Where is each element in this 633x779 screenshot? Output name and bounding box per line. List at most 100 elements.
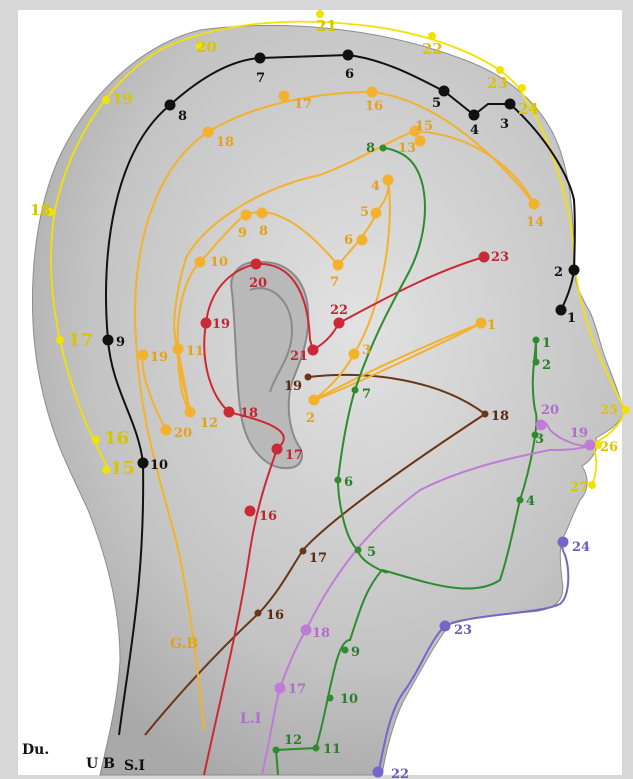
st-point-2: [533, 359, 540, 366]
te-point-17: [272, 444, 283, 455]
gb-point-label-18: 18: [216, 135, 234, 150]
st-point-label-10: 10: [340, 692, 358, 707]
st-point-label-2: 2: [542, 358, 551, 373]
li-point-19: [585, 440, 596, 451]
du-point-16: [92, 436, 100, 444]
li-point-label-17: 17: [288, 682, 306, 697]
ub-point-9: [103, 335, 114, 346]
te-point-20: [251, 259, 262, 270]
du-point-23: [496, 66, 504, 74]
ub-point-label-4: 4: [470, 123, 479, 138]
si-meridian-name: S.I: [124, 758, 145, 774]
gb-point-3: [349, 349, 360, 360]
gb-point-20: [161, 425, 172, 436]
st-point-7: [352, 387, 359, 394]
te-point-22: [334, 318, 345, 329]
gb-point-19: [138, 350, 149, 361]
gb-point-label-16: 16: [365, 99, 383, 114]
gb-point-label-3: 3: [362, 343, 371, 358]
te-point-21: [308, 345, 319, 356]
du-point-label-25: 25: [600, 403, 618, 418]
st-point-label-6: 6: [344, 475, 353, 490]
gb-point-18: [203, 127, 214, 138]
gb-point-16: [367, 87, 378, 98]
te-point-23: [479, 252, 490, 263]
si-point-label-18: 18: [491, 409, 509, 424]
gb-point-13: [415, 136, 426, 147]
si-point-17: [300, 548, 307, 555]
te-point-18: [224, 407, 235, 418]
gb-point-10: [195, 257, 206, 268]
st-point-label-3: 3: [535, 432, 544, 447]
du-point-label-15: 15: [110, 458, 135, 479]
gb-point-label-15: 15: [415, 119, 433, 134]
st-point-4: [517, 497, 524, 504]
du-point-label-23: 23: [487, 74, 508, 92]
du-point-15: [102, 466, 110, 474]
st-point-label-4: 4: [526, 494, 535, 509]
ub-meridian-name: U B: [86, 756, 115, 772]
gb-point-2: [309, 395, 320, 406]
du-point-label-20: 20: [196, 38, 217, 56]
gb-point-label-8: 8: [259, 224, 268, 239]
gb-point-label-9: 9: [238, 226, 247, 241]
du-point-label-27: 27: [570, 480, 588, 495]
ren-point-label-24: 24: [572, 540, 590, 555]
li-point-20: [536, 420, 547, 431]
te-point-label-19: 19: [212, 317, 230, 332]
ub-point-label-2: 2: [554, 265, 563, 280]
st-point-9: [342, 647, 349, 654]
gb-point-14: [529, 199, 540, 210]
st-point-8: [380, 145, 387, 152]
ub-point-3: [505, 99, 516, 110]
gb-point-4: [383, 175, 394, 186]
st-point-11: [313, 745, 320, 752]
du-point-label-26: 26: [600, 440, 618, 455]
ub-point-6: [343, 50, 354, 61]
gb-point-label-20: 20: [174, 426, 192, 441]
li-point-label-18: 18: [312, 626, 330, 641]
gb-meridian-name: G.B: [170, 636, 198, 652]
st-point-12: [273, 747, 280, 754]
gb-point-label-13: 13: [398, 141, 416, 156]
si-point-16: [255, 610, 262, 617]
du-point-label-19: 19: [112, 90, 133, 108]
te-point-label-20: 20: [249, 276, 267, 291]
gb-point-1: [476, 318, 487, 329]
st-point-label-7: 7: [362, 387, 371, 402]
te-point-19: [201, 318, 212, 329]
st-point-5: [355, 547, 362, 554]
du-point-27: [588, 481, 596, 489]
du-meridian-name: Du.: [22, 742, 49, 758]
gb-point-label-12: 12: [200, 416, 218, 431]
gb-point-label-11: 11: [186, 344, 204, 359]
st-point-1: [533, 337, 540, 344]
gb-point-17: [279, 91, 290, 102]
ren-point-22: [373, 767, 384, 778]
te-point-label-18: 18: [240, 406, 258, 421]
st-point-label-11: 11: [323, 742, 341, 757]
te-point-label-17: 17: [285, 448, 303, 463]
ub-point-1: [556, 305, 567, 316]
gb-point-label-6: 6: [344, 233, 353, 248]
st-point-label-8: 8: [366, 141, 375, 156]
du-point-25: [622, 406, 630, 414]
gb-point-label-14: 14: [526, 215, 544, 230]
du-point-label-17: 17: [68, 330, 93, 351]
li-point-18: [301, 625, 312, 636]
du-point-19: [102, 96, 110, 104]
gb-point-label-1: 1: [487, 318, 496, 333]
gb-point-label-7: 7: [330, 275, 339, 290]
gb-point-9: [241, 210, 252, 221]
si-point-18: [482, 411, 489, 418]
ren-point-label-23: 23: [454, 623, 472, 638]
st-point-label-9: 9: [351, 645, 360, 660]
du-point-label-18: 18: [30, 201, 51, 219]
ub-point-label-3: 3: [500, 117, 509, 132]
gb-point-label-10: 10: [210, 255, 228, 270]
ub-point-7: [255, 53, 266, 64]
st-point-label-12: 12: [284, 733, 302, 748]
gb-point-label-4: 4: [371, 179, 380, 194]
